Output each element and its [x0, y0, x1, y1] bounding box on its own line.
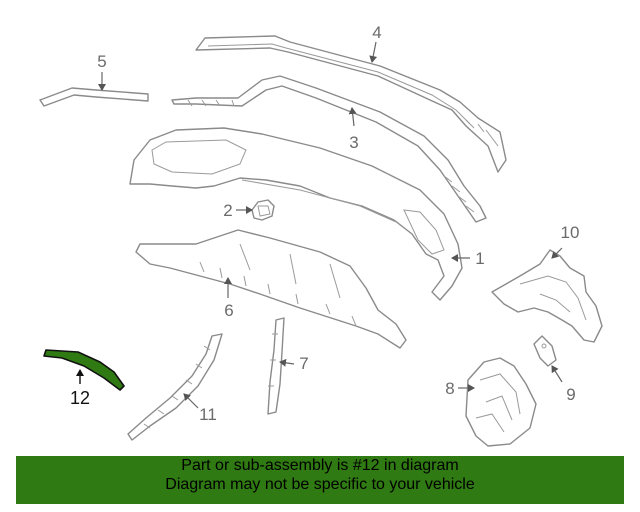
part-7-side-strip[interactable]	[267, 317, 285, 415]
leader-4	[369, 41, 378, 63]
leader-9	[551, 365, 563, 383]
part-6-lower-valance[interactable]	[135, 229, 407, 349]
part-11-side-strip[interactable]	[127, 333, 223, 441]
callout-5: 5	[97, 52, 106, 71]
callout-12: 12	[70, 388, 90, 408]
callout-7: 7	[299, 354, 308, 373]
leader-3	[348, 107, 357, 127]
callout-4: 4	[372, 23, 381, 42]
part-4-upper-trim[interactable]	[195, 35, 507, 173]
part-2-fastener[interactable]	[251, 199, 275, 221]
leader-11	[183, 393, 199, 409]
leader-7	[279, 358, 295, 367]
part-9-small-bracket[interactable]	[533, 335, 557, 367]
part-1-bumper-cover[interactable]	[129, 127, 463, 301]
info-banner: Part or sub-assembly is #12 in diagram D…	[16, 456, 624, 504]
part-5-trim-strip[interactable]	[39, 87, 149, 107]
callout-6: 6	[224, 301, 233, 320]
callout-8: 8	[445, 379, 454, 398]
banner-line-1: Part or sub-assembly is #12 in diagram	[181, 457, 459, 474]
part-8-absorber[interactable]	[465, 357, 537, 447]
callout-11: 11	[199, 405, 217, 424]
callout-3: 3	[349, 133, 358, 152]
part-10-bracket[interactable]	[491, 249, 603, 343]
callout-2: 2	[223, 201, 232, 220]
part-12-molding-highlighted[interactable]	[43, 349, 125, 391]
part-3-reinforcement[interactable]	[171, 75, 487, 223]
leader-10	[551, 247, 563, 259]
callout-10: 10	[561, 223, 580, 242]
callout-1: 1	[475, 249, 484, 268]
banner-line-2: Diagram may not be specific to your vehi…	[165, 476, 475, 493]
callout-9: 9	[566, 385, 575, 404]
